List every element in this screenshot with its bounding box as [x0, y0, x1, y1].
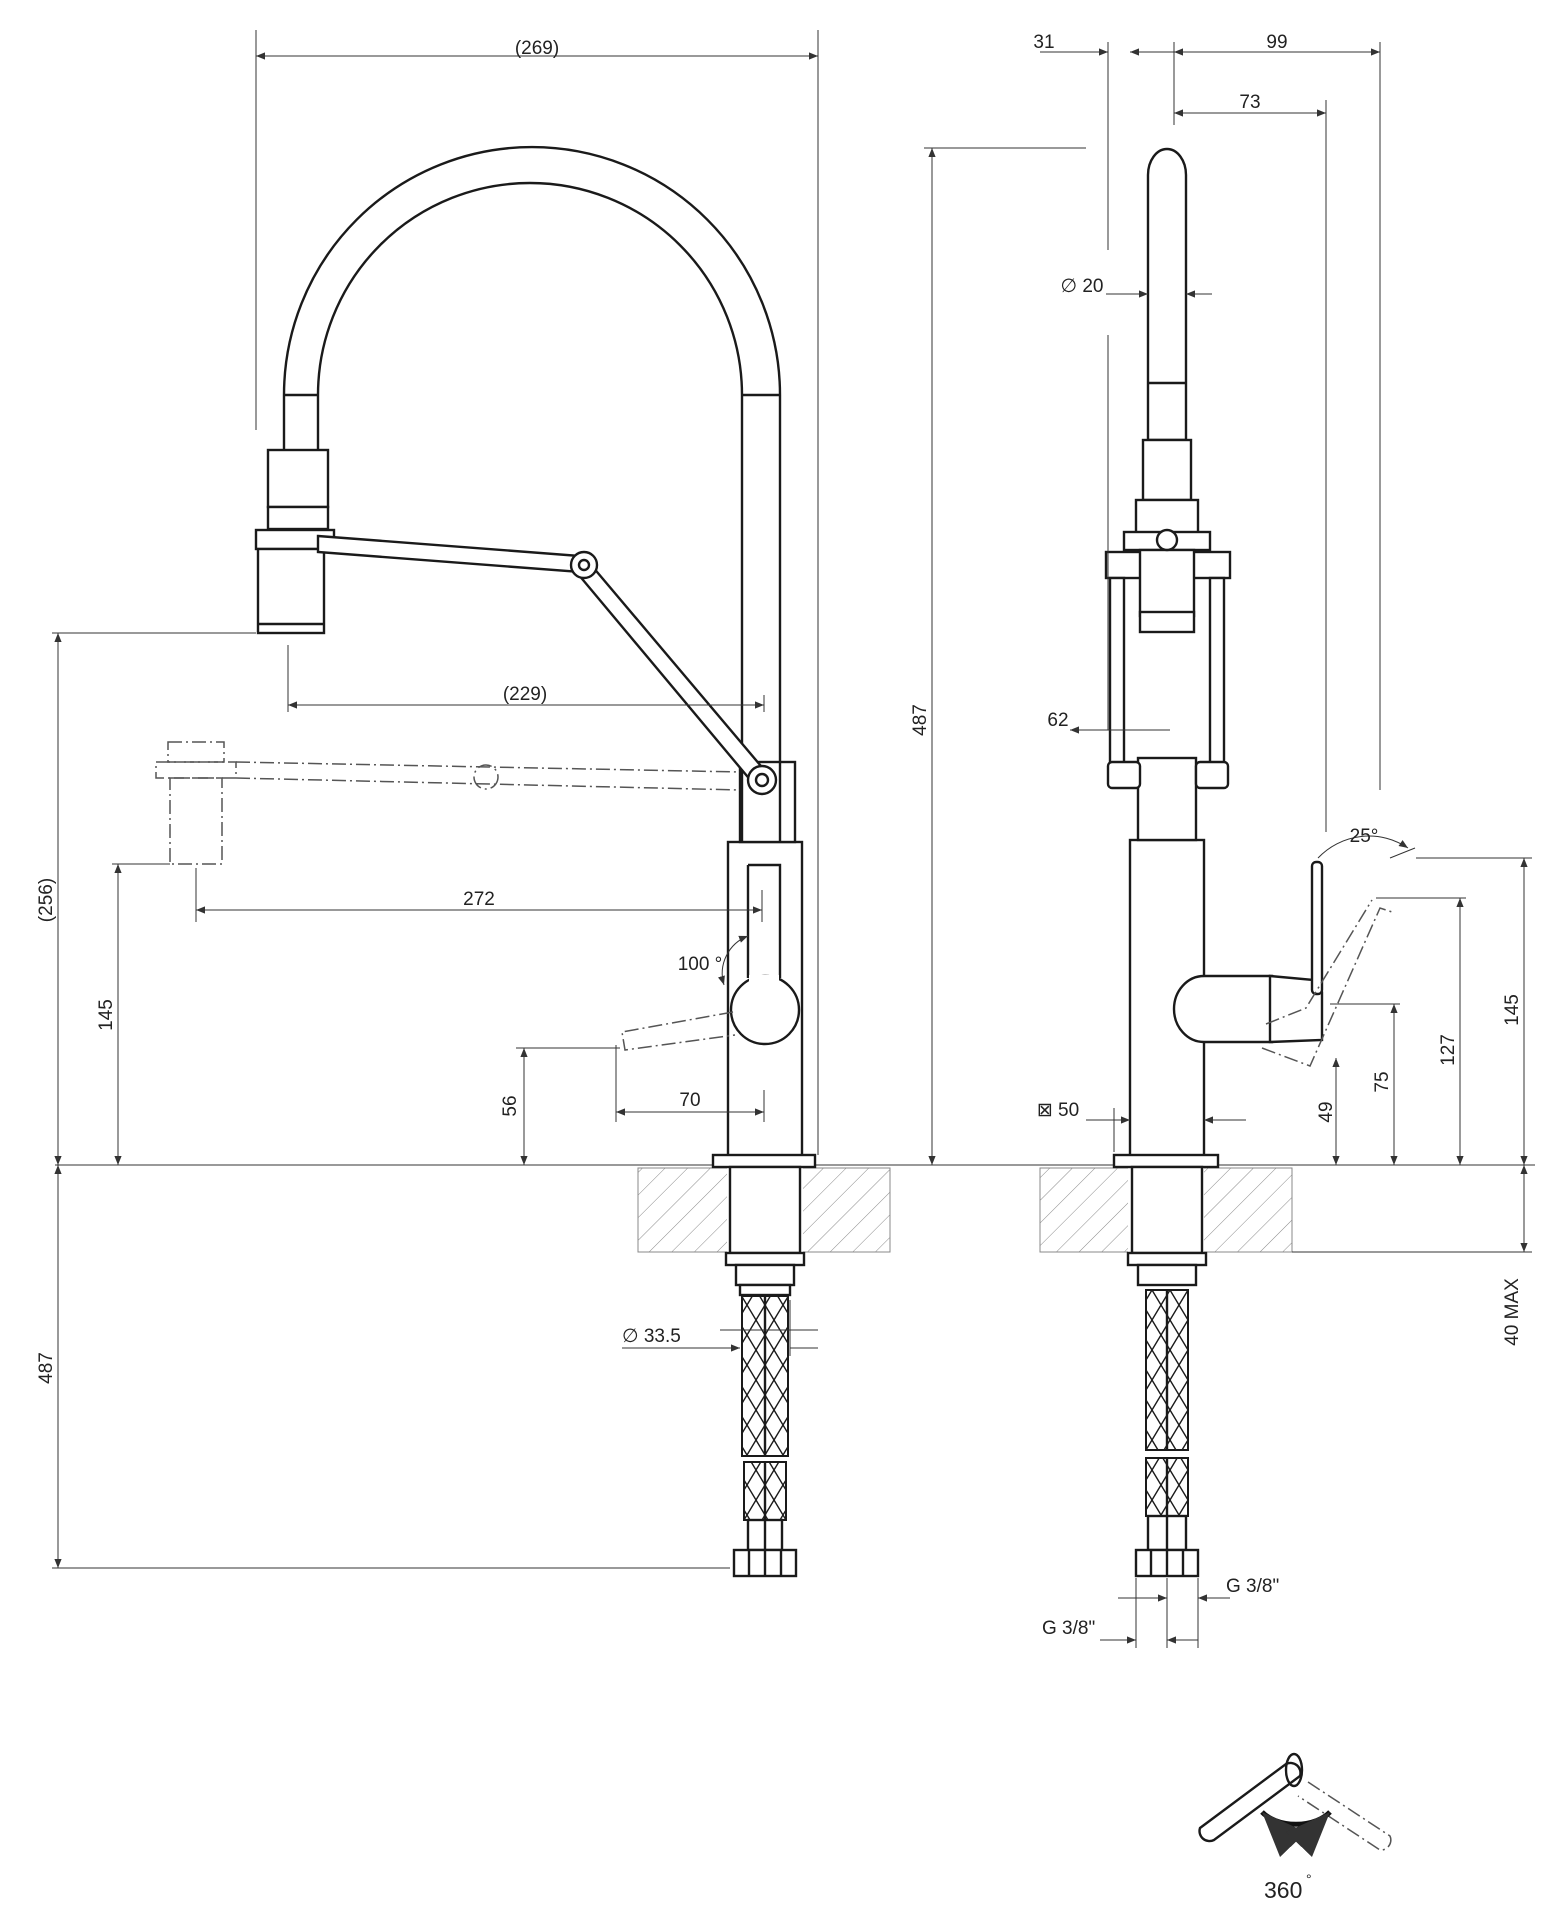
side-support-rods: [1106, 576, 1230, 790]
dim-extended-reach-label: 272: [463, 889, 495, 910]
front-support-arm: [316, 534, 778, 796]
dim-handle-height-label: 56: [500, 1095, 521, 1116]
front-view: (269) (229) 272 (256) 145 56: [36, 30, 891, 1578]
front-spray-head: [254, 448, 336, 635]
dim-side-deck-thickness: 40 MAX: [1292, 1165, 1532, 1346]
front-hose-assembly: [724, 1251, 806, 1578]
dim-spout-reach-label: (229): [503, 684, 547, 705]
dim-side-hose-thread-left-label: G 3/8": [1042, 1618, 1095, 1639]
dim-side-145-label: 145: [1502, 994, 1523, 1026]
dim-side-75: 75: [1330, 1003, 1400, 1165]
dim-side-overall-height: 487: [910, 147, 1086, 1165]
dim-side-overall-height-label: 487: [910, 704, 931, 736]
dim-deck-hole-diameter: ∅ 33.5: [622, 1300, 818, 1356]
dim-side-73-label: 73: [1239, 92, 1260, 113]
rotation-angle-label: 360: [1264, 1877, 1302, 1903]
dim-handle-length: 70: [615, 1045, 765, 1122]
dim-side-hose-thread: G 3/8" G 3/8": [1042, 1576, 1279, 1648]
dim-overall-width: (269): [255, 30, 819, 1155]
side-faucet-body: [1112, 756, 1393, 1255]
rotation-degree-label: °: [1306, 1871, 1312, 1887]
rotation-arrow-icon: [1260, 1810, 1332, 1857]
dim-handle-angle-label: 100 °: [678, 954, 723, 975]
dim-below-deck-length: 487: [36, 1165, 730, 1569]
dim-side-127-label: 127: [1438, 1034, 1459, 1066]
dim-side-deck-thickness-label: 40 MAX: [1502, 1278, 1523, 1346]
dim-deck-hole-diameter-label: ∅ 33.5: [622, 1326, 681, 1347]
dim-side-75-label: 75: [1372, 1071, 1393, 1092]
front-spray-extended-phantom: [155, 741, 741, 865]
dim-extended-outlet-height-label: 145: [96, 999, 117, 1031]
dim-side-31-99: 31 99: [1033, 32, 1381, 790]
side-view: 31 99 73 487 ∅ 20 62 25°: [910, 32, 1532, 1648]
dim-side-49: 49: [1316, 1058, 1340, 1165]
dim-handle-angle: 100 °: [678, 935, 749, 986]
front-gooseneck-spout: [282, 145, 782, 842]
rotation-detail: 360 °: [1198, 1752, 1392, 1903]
dim-overall-width-label: (269): [515, 38, 559, 59]
dim-below-deck-length-label: 487: [36, 1352, 57, 1384]
dim-side-spout-diameter: ∅ 20: [1061, 276, 1212, 298]
dim-side-99-label: 99: [1266, 32, 1287, 53]
dim-side-145: 145: [1416, 857, 1532, 1165]
dim-side-handle-angle-label: 25°: [1350, 826, 1379, 847]
side-hose-assembly: [1126, 1251, 1208, 1578]
dim-side-hose-thread-right-label: G 3/8": [1226, 1576, 1279, 1597]
dim-extended-outlet-height: 145: [96, 863, 170, 1165]
dim-side-49-label: 49: [1316, 1101, 1337, 1122]
dim-side-127: 127: [1376, 897, 1466, 1165]
dim-side-body-size: ⊠ 50: [1037, 1100, 1246, 1152]
dim-outlet-height: (256): [36, 632, 256, 1165]
dim-outlet-height-label: (256): [36, 878, 57, 922]
dim-side-62: 62: [1047, 710, 1170, 734]
dim-side-handle-angle: 25°: [1317, 826, 1416, 859]
dim-side-62-label: 62: [1047, 710, 1068, 731]
dim-side-spout-diameter-label: ∅ 20: [1061, 276, 1104, 297]
side-spout: [1104, 147, 1232, 634]
dim-spout-reach: (229): [287, 645, 765, 712]
dim-handle-height: 56: [500, 1047, 620, 1165]
dim-side-73: 73: [1174, 92, 1327, 832]
dim-side-body-size-label: ⊠ 50: [1037, 1100, 1079, 1121]
dim-handle-length-label: 70: [679, 1090, 700, 1111]
dim-side-31-label: 31: [1033, 32, 1054, 53]
dim-extended-reach: 272: [195, 868, 763, 922]
